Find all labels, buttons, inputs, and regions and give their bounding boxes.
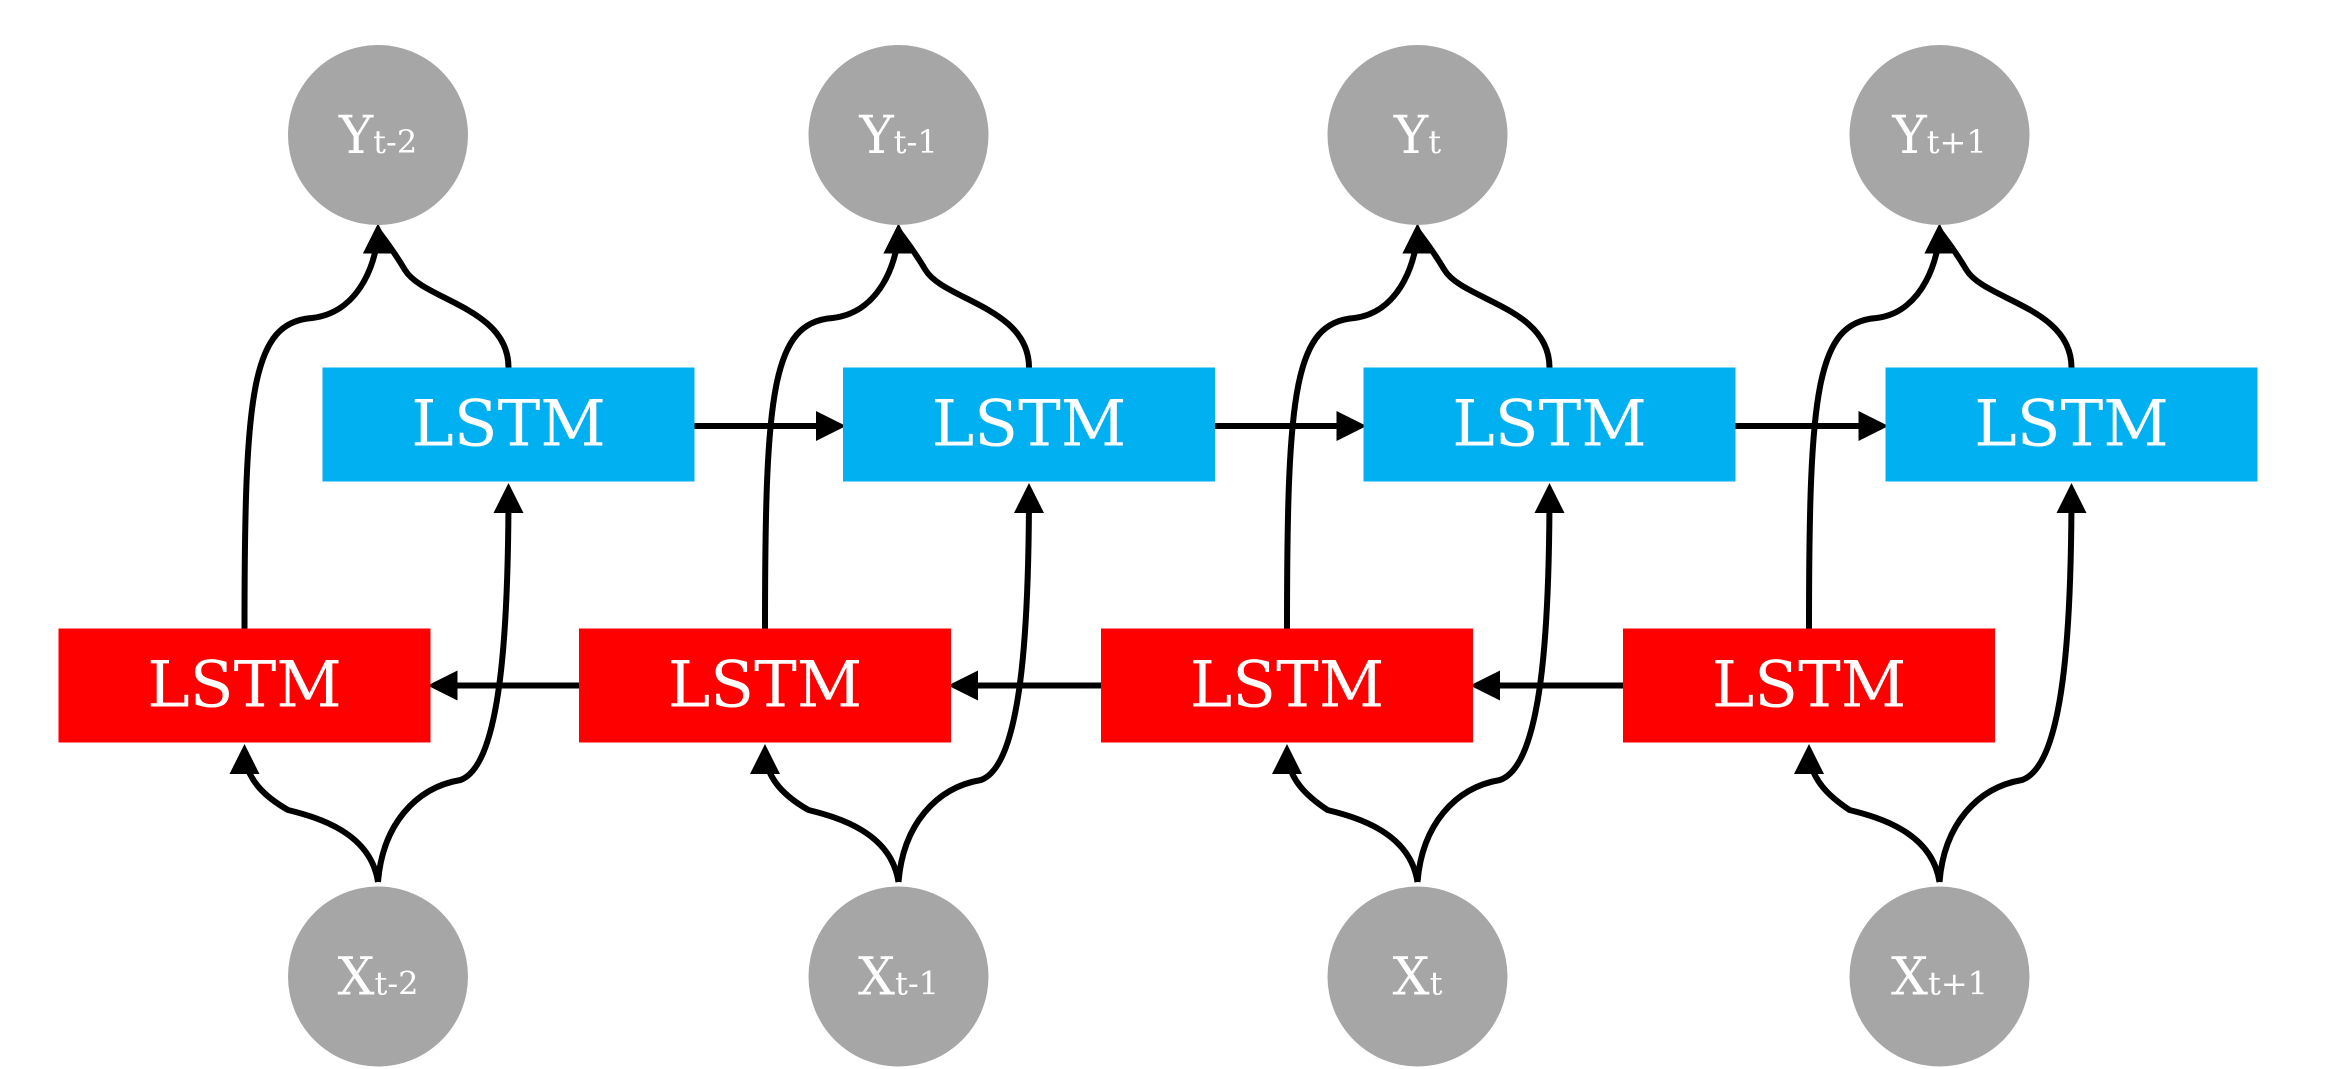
- lstm-cells: LSTM LSTM LSTM LSTM LSTM LSTM LSTM LSTM: [58, 367, 2258, 743]
- forward-lstm-cell: LSTM: [1885, 367, 2258, 482]
- io-nodes: Yt-2 Yt-1 Yt Yt+1Xt-2 Xt-1 Xt Xt+1: [288, 45, 2030, 1067]
- forward-lstm-cell: LSTM: [1363, 367, 1736, 482]
- forward-lstm-cell-label: LSTM: [411, 388, 606, 462]
- input-node-circle: [288, 886, 468, 1067]
- input-node-label: Xt: [1393, 948, 1443, 1008]
- backward-lstm-cell-rect: [58, 628, 431, 743]
- backward-lstm-cell-label: LSTM: [1190, 649, 1385, 723]
- output-node: Yt+1: [1849, 45, 2030, 225]
- edge-input-to-backward: [1794, 744, 1943, 883]
- backward-lstm-cell: LSTM: [1623, 628, 1995, 743]
- forward-lstm-cell-rect: [322, 367, 695, 482]
- backward-lstm-cell-label: LSTM: [668, 649, 863, 723]
- edge-input-to-backward: [1272, 744, 1421, 883]
- edge-forward-to-output: [883, 223, 1032, 368]
- output-node: Yt: [1327, 45, 1508, 225]
- forward-lstm-cell-label: LSTM: [1974, 388, 2169, 462]
- input-node: Xt-2: [288, 886, 468, 1067]
- edge-forward-to-output: [1924, 223, 2075, 368]
- output-node-label: Yt-1: [858, 106, 937, 166]
- edge-backward-to-output: [1806, 223, 1955, 629]
- output-node-circle: [1849, 45, 2030, 225]
- input-node-label: Xt+1: [1891, 948, 1988, 1008]
- backward-lstm-cell: LSTM: [579, 628, 951, 743]
- backward-lstm-cell-label: LSTM: [147, 649, 342, 723]
- forward-lstm-cell-rect: [1885, 367, 2258, 482]
- edge-input-to-backward: [229, 744, 381, 883]
- edge-forward-to-output: [1402, 223, 1553, 368]
- input-node-label: Xt-2: [337, 948, 418, 1008]
- forward-lstm-cell-label: LSTM: [932, 388, 1127, 462]
- input-node-circle: [808, 886, 989, 1067]
- output-node-label: Yt-2: [338, 106, 417, 166]
- output-node-circle: [1327, 45, 1508, 225]
- backward-lstm-cell-rect: [579, 628, 951, 743]
- forward-lstm-cell-rect: [843, 367, 1215, 482]
- edge-backward-to-output: [1284, 223, 1433, 629]
- edge-input-to-backward: [750, 744, 902, 883]
- output-node: Yt-1: [808, 45, 989, 225]
- output-node-circle: [288, 45, 468, 225]
- edge-input-to-forward: [375, 483, 524, 883]
- edge-input-to-forward: [895, 483, 1044, 883]
- edge-input-to-forward: [1414, 483, 1565, 883]
- backward-lstm-cell-rect: [1623, 628, 1995, 743]
- edge-backward-to-output: [762, 223, 914, 629]
- output-node: Yt-2: [288, 45, 468, 225]
- backward-lstm-cell: LSTM: [58, 628, 431, 743]
- edge-input-to-forward: [1936, 483, 2087, 883]
- connections: [229, 223, 2087, 883]
- backward-lstm-cell-rect: [1101, 628, 1473, 743]
- forward-lstm-cell-label: LSTM: [1452, 388, 1647, 462]
- input-node: Xt-1: [808, 886, 989, 1067]
- output-node-label: Yt+1: [1891, 106, 1986, 166]
- output-node-label: Yt: [1393, 106, 1441, 166]
- input-node-label: Xt-1: [858, 948, 939, 1008]
- backward-lstm-cell-label: LSTM: [1712, 649, 1907, 723]
- edge-forward-to-output: [363, 223, 512, 368]
- output-node-circle: [808, 45, 989, 225]
- input-node-circle: [1327, 886, 1508, 1067]
- edge-backward-to-output: [241, 223, 393, 629]
- input-node: Xt+1: [1849, 886, 2030, 1067]
- input-node-circle: [1849, 886, 2030, 1067]
- forward-lstm-cell: LSTM: [843, 367, 1215, 482]
- backward-lstm-cell: LSTM: [1101, 628, 1473, 743]
- forward-lstm-cell: LSTM: [322, 367, 695, 482]
- input-node: Xt: [1327, 886, 1508, 1067]
- forward-lstm-cell-rect: [1363, 367, 1736, 482]
